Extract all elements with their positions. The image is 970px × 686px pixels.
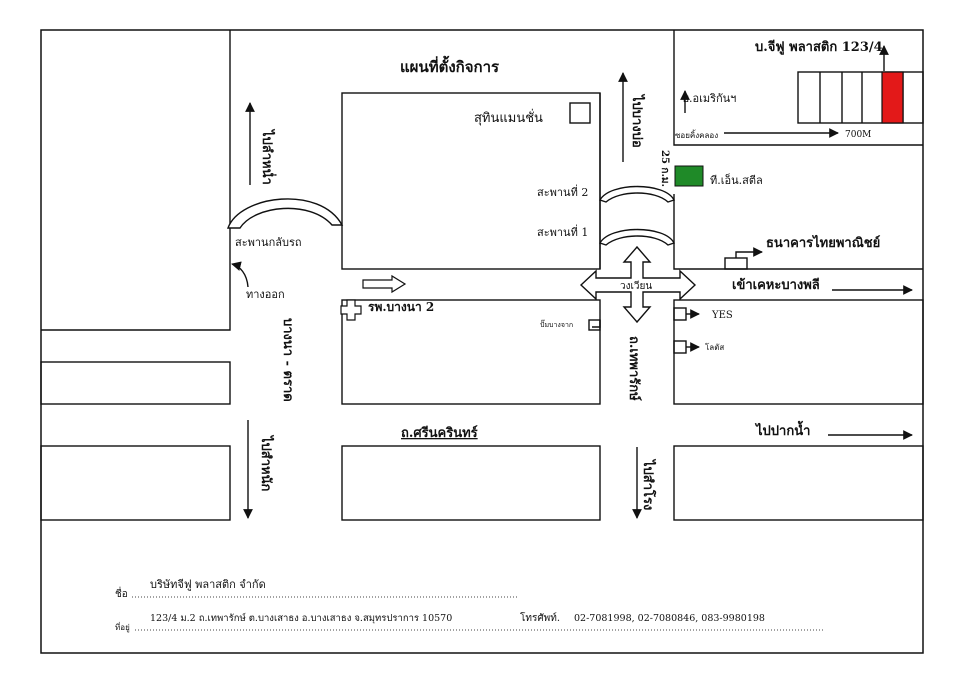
direction-arrows xyxy=(231,45,913,519)
sutin-label: สุทินแมนชั่น xyxy=(474,109,543,126)
pump-box xyxy=(588,319,601,331)
srinakarin-label: ถ.ศรีนครินทร์ xyxy=(401,425,478,441)
exit-curved-arrow xyxy=(231,261,249,288)
lotus-box xyxy=(673,340,687,354)
samrong-label: ไปสำโรง xyxy=(640,458,657,510)
bang-phli-label: เข้าเคหะบางพลี xyxy=(732,277,820,293)
american-label: บ.อเมริกันฯ xyxy=(682,92,736,105)
factory-row xyxy=(797,71,924,124)
block-hospital xyxy=(341,299,601,405)
pump-label: ปั๊มบางจาก xyxy=(540,319,573,329)
hospital-cross-icon xyxy=(340,299,362,321)
footer: ชื่อ บริษัทจีฟู พลาสติก จำกัด ที่อยู่ 12… xyxy=(115,578,825,633)
block-top-right xyxy=(673,30,923,146)
bangna-trat-label: บางนา - ตราด xyxy=(280,318,295,402)
phone-value: 02-7081998, 02-7080846, 083-9980198 xyxy=(574,613,765,624)
name-value: บริษัทจีฟู พลาสติก จำกัด xyxy=(150,578,266,591)
soi-label: ซอยคิ้งคลอง xyxy=(675,129,718,140)
u-turn-bridge-shape xyxy=(226,198,344,229)
bridge-1-shape xyxy=(598,228,675,246)
name-label: ชื่อ xyxy=(115,586,128,600)
scb-box xyxy=(724,257,748,270)
company-label: บ.จีฟู พลาสติก 123/4 xyxy=(755,39,883,55)
scb-label: ธนาคารไทยพาณิชย์ xyxy=(766,234,880,251)
block-left-mid xyxy=(40,361,231,405)
phone-label: โทรศัพท์. xyxy=(520,611,560,624)
paknam-label: ไปปากน้ำ xyxy=(754,420,810,439)
distance-label: 700M xyxy=(845,130,871,140)
bridge-2-label: สะพานที่ 2 xyxy=(537,184,588,199)
yes-box xyxy=(673,307,687,321)
block-left-top xyxy=(41,30,231,331)
sutin-box xyxy=(569,102,591,124)
thepharak-label: ถ.เทพารักษ์ xyxy=(626,336,642,401)
km25-label: 25 ก.ม. xyxy=(659,150,670,187)
address-label: ที่อยู่ xyxy=(115,621,130,633)
bridge-1-label: สะพานที่ 1 xyxy=(537,224,588,239)
exit-label: ทางออก xyxy=(246,288,285,301)
block-sutin xyxy=(341,92,601,270)
block-left-low xyxy=(40,445,231,521)
block-right-upper xyxy=(673,194,923,270)
bridge-2-shape xyxy=(598,185,675,203)
traffic-direction-hollow-arrow xyxy=(362,274,407,294)
company-marker xyxy=(881,71,904,124)
map-title: แผนที่ตั้งกิจการ xyxy=(400,55,500,76)
tn-steel-marker xyxy=(674,165,704,187)
city-blocks xyxy=(40,30,924,521)
hospital-label: รพ.บางนา 2 xyxy=(368,300,434,314)
block-lower-right xyxy=(673,445,924,521)
roundabout-arrows xyxy=(579,245,697,324)
bangkok-direction-label: ไปสำหนัก xyxy=(258,434,275,491)
u-turn-bridge-label: สะพานกลับรถ xyxy=(235,236,302,249)
roundabout-label: วงเวียน xyxy=(620,280,652,292)
bang-bo-label: ไปบางบ่อ xyxy=(629,93,646,148)
lotus-label: โลตัส xyxy=(705,342,724,352)
yes-label: YES xyxy=(711,310,733,321)
tn-steel-label: ที.เอ็น.สตีล xyxy=(710,173,763,187)
north-direction-label: ไปลำหน่ำ xyxy=(259,128,277,185)
address-value: 123/4 ม.2 ถ.เทพารักษ์ ต.บางเสาธง อ.บางเส… xyxy=(150,612,452,624)
block-lower-mid xyxy=(341,445,601,521)
